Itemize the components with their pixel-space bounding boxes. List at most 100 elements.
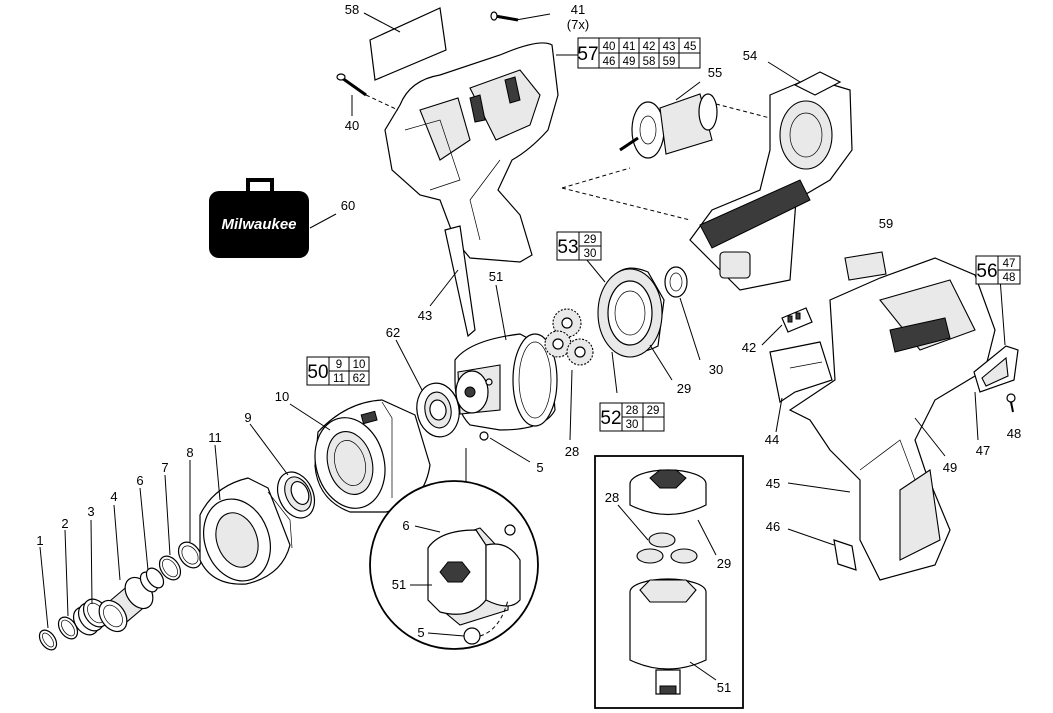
callout-10: 10 — [275, 389, 289, 404]
part-planet-gears — [544, 308, 594, 366]
kit-57-main: 57 — [577, 44, 598, 65]
part-front-housing — [314, 399, 431, 513]
kit-box-50: 50 9 10 11 62 — [306, 356, 370, 386]
kit-57-cell: 59 — [663, 56, 676, 68]
part-ring-gear — [597, 267, 665, 358]
kit-box-53: 53 29 30 — [556, 231, 602, 261]
kit-52-cell: 30 — [626, 419, 639, 431]
part-screw-48 — [1006, 393, 1016, 413]
part-washer — [57, 616, 79, 640]
inset-callout-51: 51 — [717, 680, 731, 695]
callout-2: 2 — [61, 516, 68, 531]
kit-56-main: 56 — [976, 261, 997, 282]
kit-56-cell: 48 — [1003, 272, 1016, 284]
part-label-58 — [369, 7, 447, 81]
part-screw-40 — [336, 73, 399, 111]
kit-50-cell: 62 — [353, 373, 366, 385]
callout-58: 58 — [345, 2, 359, 17]
callout-5: 5 — [536, 460, 543, 475]
part-ring-7 — [158, 555, 182, 581]
part-label-59 — [844, 251, 887, 281]
kit-53-main: 53 — [557, 237, 578, 258]
kit-57-cell: 41 — [623, 41, 636, 53]
kit-box-57: 57 40 41 42 43 45 46 49 58 59 — [577, 37, 701, 69]
part-right-housing-half — [788, 257, 996, 581]
kit-52-main: 52 — [600, 408, 621, 429]
kit-52-cell: 29 — [647, 405, 660, 417]
callout-6: 6 — [136, 473, 143, 488]
motor-link-line — [561, 187, 691, 221]
part-washer-62 — [416, 382, 460, 438]
kit-57-cell: 49 — [623, 56, 636, 68]
part-bearing — [276, 471, 316, 519]
callout-labels: 1 2 3 4 6 7 8 9 10 11 62 51 5 43 40 41 (… — [36, 2, 1021, 695]
detail-callout-5: 5 — [417, 625, 424, 640]
callout-55: 55 — [708, 65, 722, 80]
kit-box-52: 52 28 29 30 — [599, 402, 665, 432]
callout-51: 51 — [489, 269, 503, 284]
detail-inset-circle — [369, 448, 539, 650]
kit-52-cell: 28 — [626, 405, 639, 417]
part-carrying-case: Milwaukee — [209, 178, 309, 258]
callout-7: 7 — [161, 460, 168, 475]
part-ball-6 — [139, 567, 165, 593]
callout-48: 48 — [1007, 426, 1021, 441]
inset-callout-28: 28 — [605, 490, 619, 505]
kit-50-main: 50 — [307, 362, 328, 383]
detail-callout-51: 51 — [392, 577, 406, 592]
kit-50-cell: 10 — [353, 359, 366, 371]
callout-3: 3 — [87, 504, 94, 519]
callout-59: 59 — [879, 216, 893, 231]
kit-50-cell: 11 — [333, 373, 345, 385]
brand-logo-text: Milwaukee — [221, 216, 296, 233]
part-plate-46 — [833, 539, 857, 571]
callout-9: 9 — [244, 410, 251, 425]
part-belt-clip — [973, 345, 1019, 393]
part-bearing-30 — [664, 266, 688, 298]
kit-57-cell: 45 — [684, 41, 697, 53]
callout-41-qty: (7x) — [567, 17, 589, 32]
part-main-housing-half — [384, 42, 559, 338]
callout-28: 28 — [565, 444, 579, 459]
callout-43: 43 — [418, 308, 432, 323]
callout-60: 60 — [341, 198, 355, 213]
callout-11: 11 — [208, 430, 222, 445]
callout-29: 29 — [677, 381, 691, 396]
part-retaining-ring — [38, 629, 58, 651]
part-contact-42 — [781, 307, 813, 333]
part-nose-cover — [199, 477, 293, 585]
callout-46: 46 — [766, 519, 780, 534]
kit-57-cell: 43 — [663, 41, 676, 53]
kit-53-cell: 30 — [584, 248, 597, 260]
callout-41: 41 — [571, 2, 585, 17]
inset-box-gearset — [594, 455, 744, 709]
callout-1: 1 — [36, 533, 43, 548]
kit-50-cell: 9 — [336, 359, 342, 371]
kit-57-cell: 42 — [643, 41, 656, 53]
inset-callout-29: 29 — [717, 556, 731, 571]
callout-49: 49 — [943, 460, 957, 475]
callout-4: 4 — [110, 489, 117, 504]
kit-56-cell: 47 — [1003, 258, 1016, 270]
callout-47: 47 — [976, 443, 990, 458]
callout-44: 44 — [765, 432, 779, 447]
callout-45: 45 — [766, 476, 780, 491]
callout-8: 8 — [186, 445, 193, 460]
kit-57-cell: 40 — [603, 41, 616, 53]
part-ball-5 — [479, 431, 489, 441]
kit-box-56: 56 47 48 — [975, 255, 1021, 285]
callout-54: 54 — [743, 48, 757, 63]
kit-57-cell: 46 — [603, 56, 616, 68]
callout-30: 30 — [709, 362, 723, 377]
part-armature — [619, 93, 771, 159]
part-hammer-assembly — [454, 333, 558, 431]
kit-53-cell: 29 — [584, 234, 597, 246]
leader-lines — [39, 12, 1006, 681]
part-motor-pcb — [689, 71, 853, 291]
part-switch-44 — [769, 341, 833, 403]
part-screw-41 — [490, 11, 519, 22]
callout-40: 40 — [345, 118, 359, 133]
callout-62: 62 — [386, 325, 400, 340]
part-sleeve — [98, 576, 154, 633]
